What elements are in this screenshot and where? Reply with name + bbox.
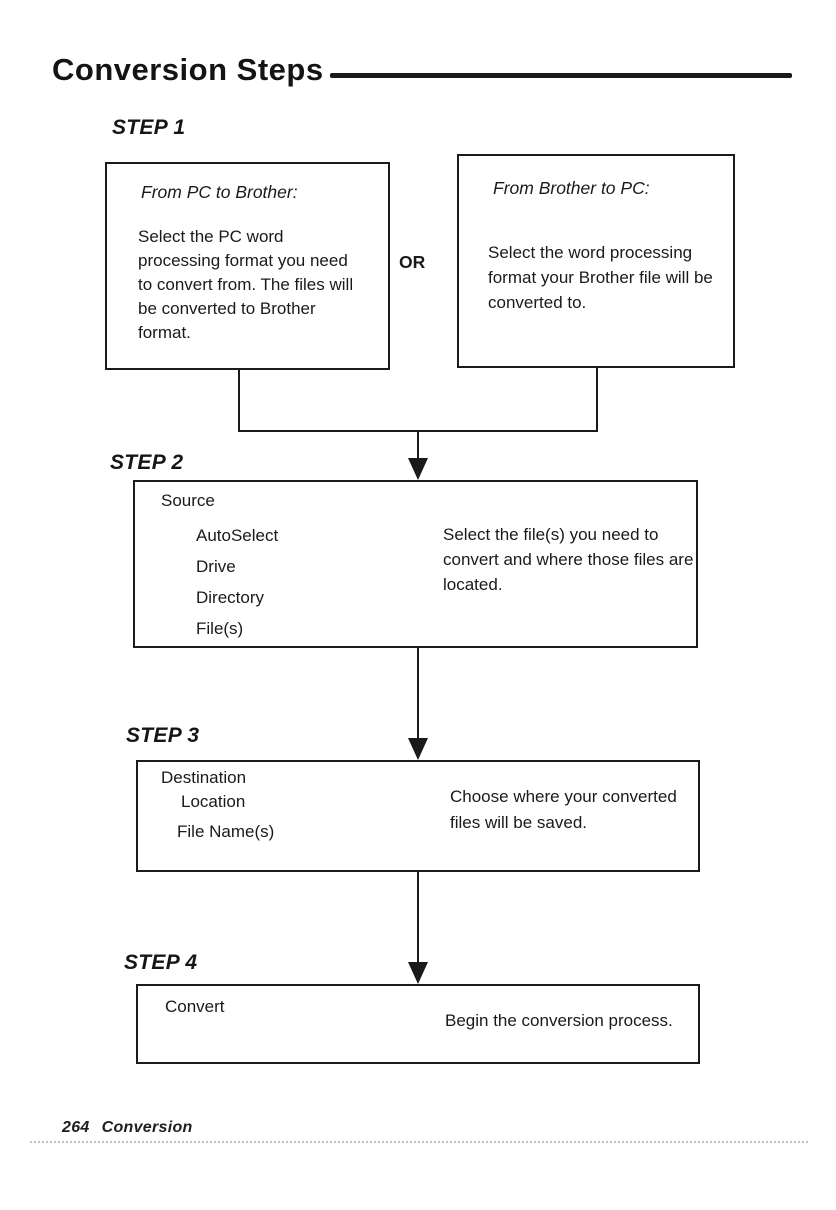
step1-right-box-body: Select the word processing format your B… [488,243,713,312]
step3-description: Choose where your converted files will b… [450,787,677,832]
step2-source-box: Source AutoSelect Drive Directory File(s… [133,480,698,648]
step3-option-file-names: File Name(s) [177,822,275,841]
step1-right-box-title: From Brother to PC: [493,178,650,198]
page-footer: 264 Conversion [62,1119,193,1137]
scan-noise-line [30,1141,808,1143]
connector-drop-2 [417,648,419,738]
step3-box-title: Destination [161,768,247,787]
step2-option-drive: Drive [196,557,236,576]
title-rule [330,73,792,78]
step2-description: Select the file(s) you need to convert a… [443,525,694,594]
footer-section-label: Conversion [101,1119,193,1136]
step2-option-files: File(s) [196,619,244,638]
step3-destination-box: Destination Location File Name(s) Choose… [136,760,700,872]
step2-option-directory: Directory [196,588,265,607]
footer-page-number: 264 [62,1119,90,1136]
step4-description: Begin the conversion process. [445,1011,673,1030]
connector-drop-1 [417,430,419,460]
step3-heading: STEP 3 [126,724,200,747]
page-title: Conversion Steps [52,52,324,87]
step2-option-autoselect: AutoSelect [196,526,279,545]
step2-option-list: AutoSelect Drive Directory File(s) [196,526,278,650]
step1-brother-to-pc-box: From Brother to PC: Select the word proc… [457,154,735,368]
connector-left-stub [238,370,240,432]
step1-left-box-title: From PC to Brother: [141,182,298,202]
step4-box-title: Convert [165,997,225,1016]
step1-heading: STEP 1 [112,116,186,139]
down-arrow-icon [408,962,428,984]
step1-pc-to-brother-box: From PC to Brother: Select the PC word p… [105,162,390,370]
step4-convert-box: Convert Begin the conversion process. [136,984,700,1064]
connector-drop-3 [417,872,419,962]
down-arrow-icon [408,738,428,760]
connector-right-stub [596,368,598,432]
down-arrow-icon [408,458,428,480]
step2-heading: STEP 2 [110,451,184,474]
step1-left-box-body: Select the PC word processing format you… [138,227,354,342]
or-label: OR [399,252,426,272]
step4-heading: STEP 4 [124,951,198,974]
step3-option-location: Location [181,792,246,811]
step2-box-title: Source [161,491,215,510]
